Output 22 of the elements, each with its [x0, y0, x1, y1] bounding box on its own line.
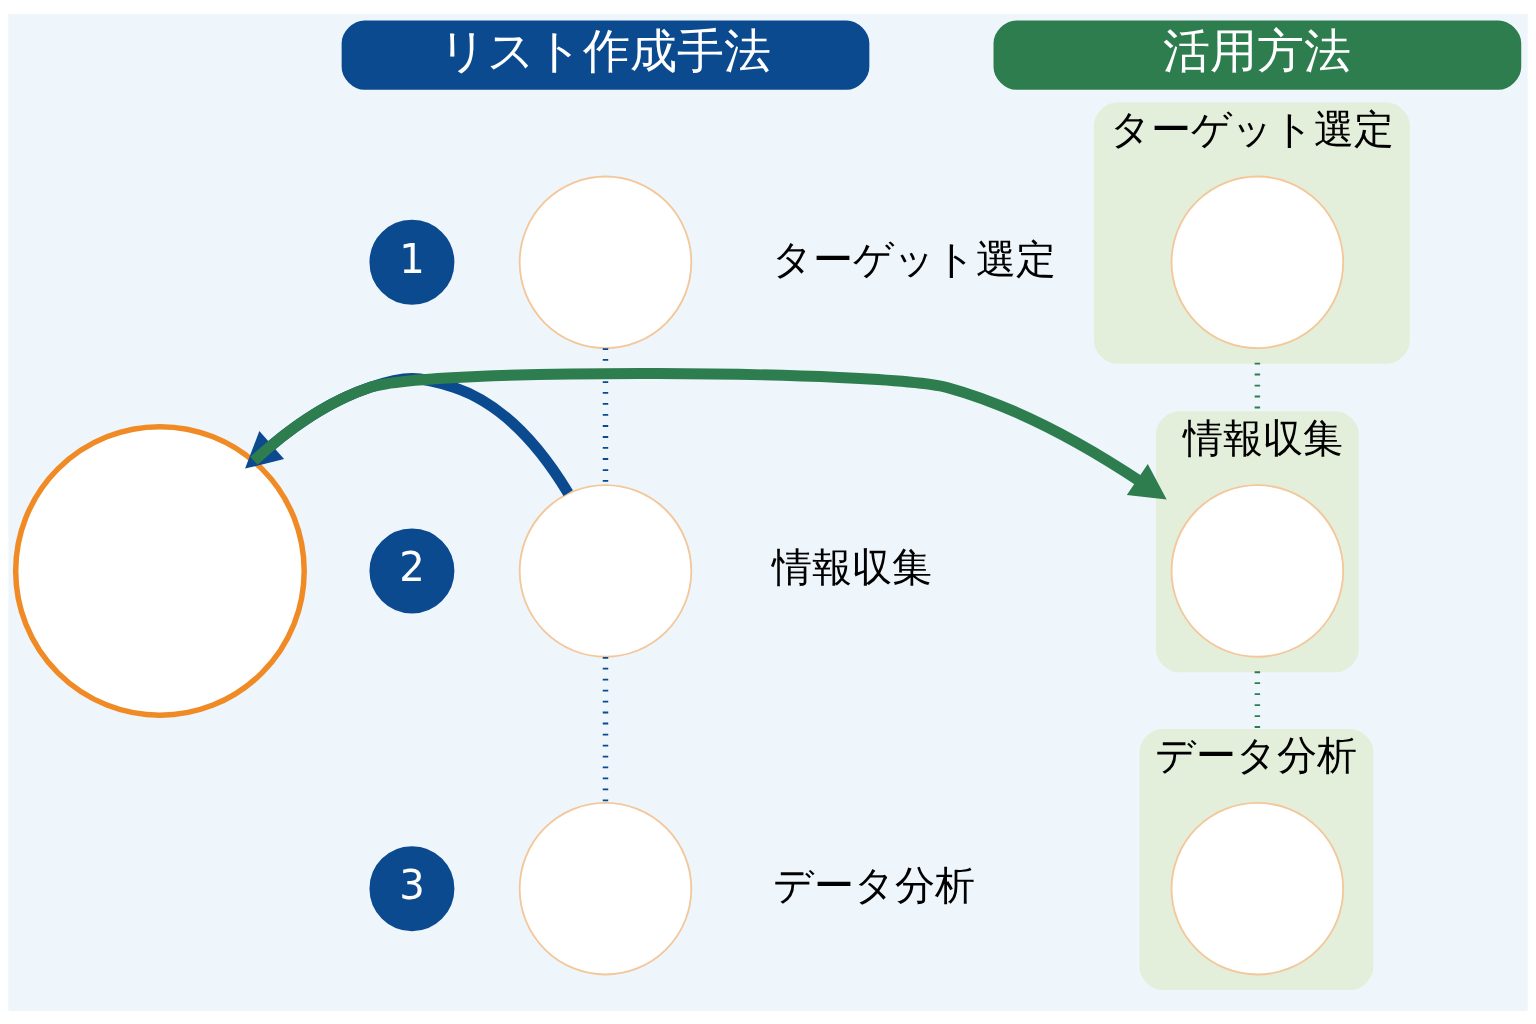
- connector: [602, 347, 609, 485]
- arrow: [250, 367, 1167, 499]
- connector: [1254, 670, 1261, 730]
- node-circle: [1170, 175, 1345, 349]
- node-circle: [1170, 801, 1345, 975]
- node-circle: [12, 423, 307, 718]
- connector: [602, 656, 609, 802]
- node-circle: [518, 483, 693, 658]
- cluster: 情報収集: [1156, 410, 1359, 672]
- node-circle: 3: [369, 845, 455, 931]
- node-circle: [518, 175, 693, 349]
- node-box: 活用方法: [993, 19, 1522, 90]
- cluster: ターゲット選定: [1093, 102, 1410, 364]
- node-circle: [1170, 483, 1345, 658]
- node-circle: 2: [369, 527, 455, 613]
- node-circle: 1: [369, 219, 455, 305]
- node-box: リスト作成手法: [341, 19, 870, 90]
- node-label: データ分析: [772, 861, 975, 908]
- node-label: 情報収集: [772, 543, 932, 590]
- cluster: データ分析: [1139, 728, 1374, 990]
- node-label: ターゲット選定: [772, 235, 1057, 282]
- node-circle: [518, 801, 693, 975]
